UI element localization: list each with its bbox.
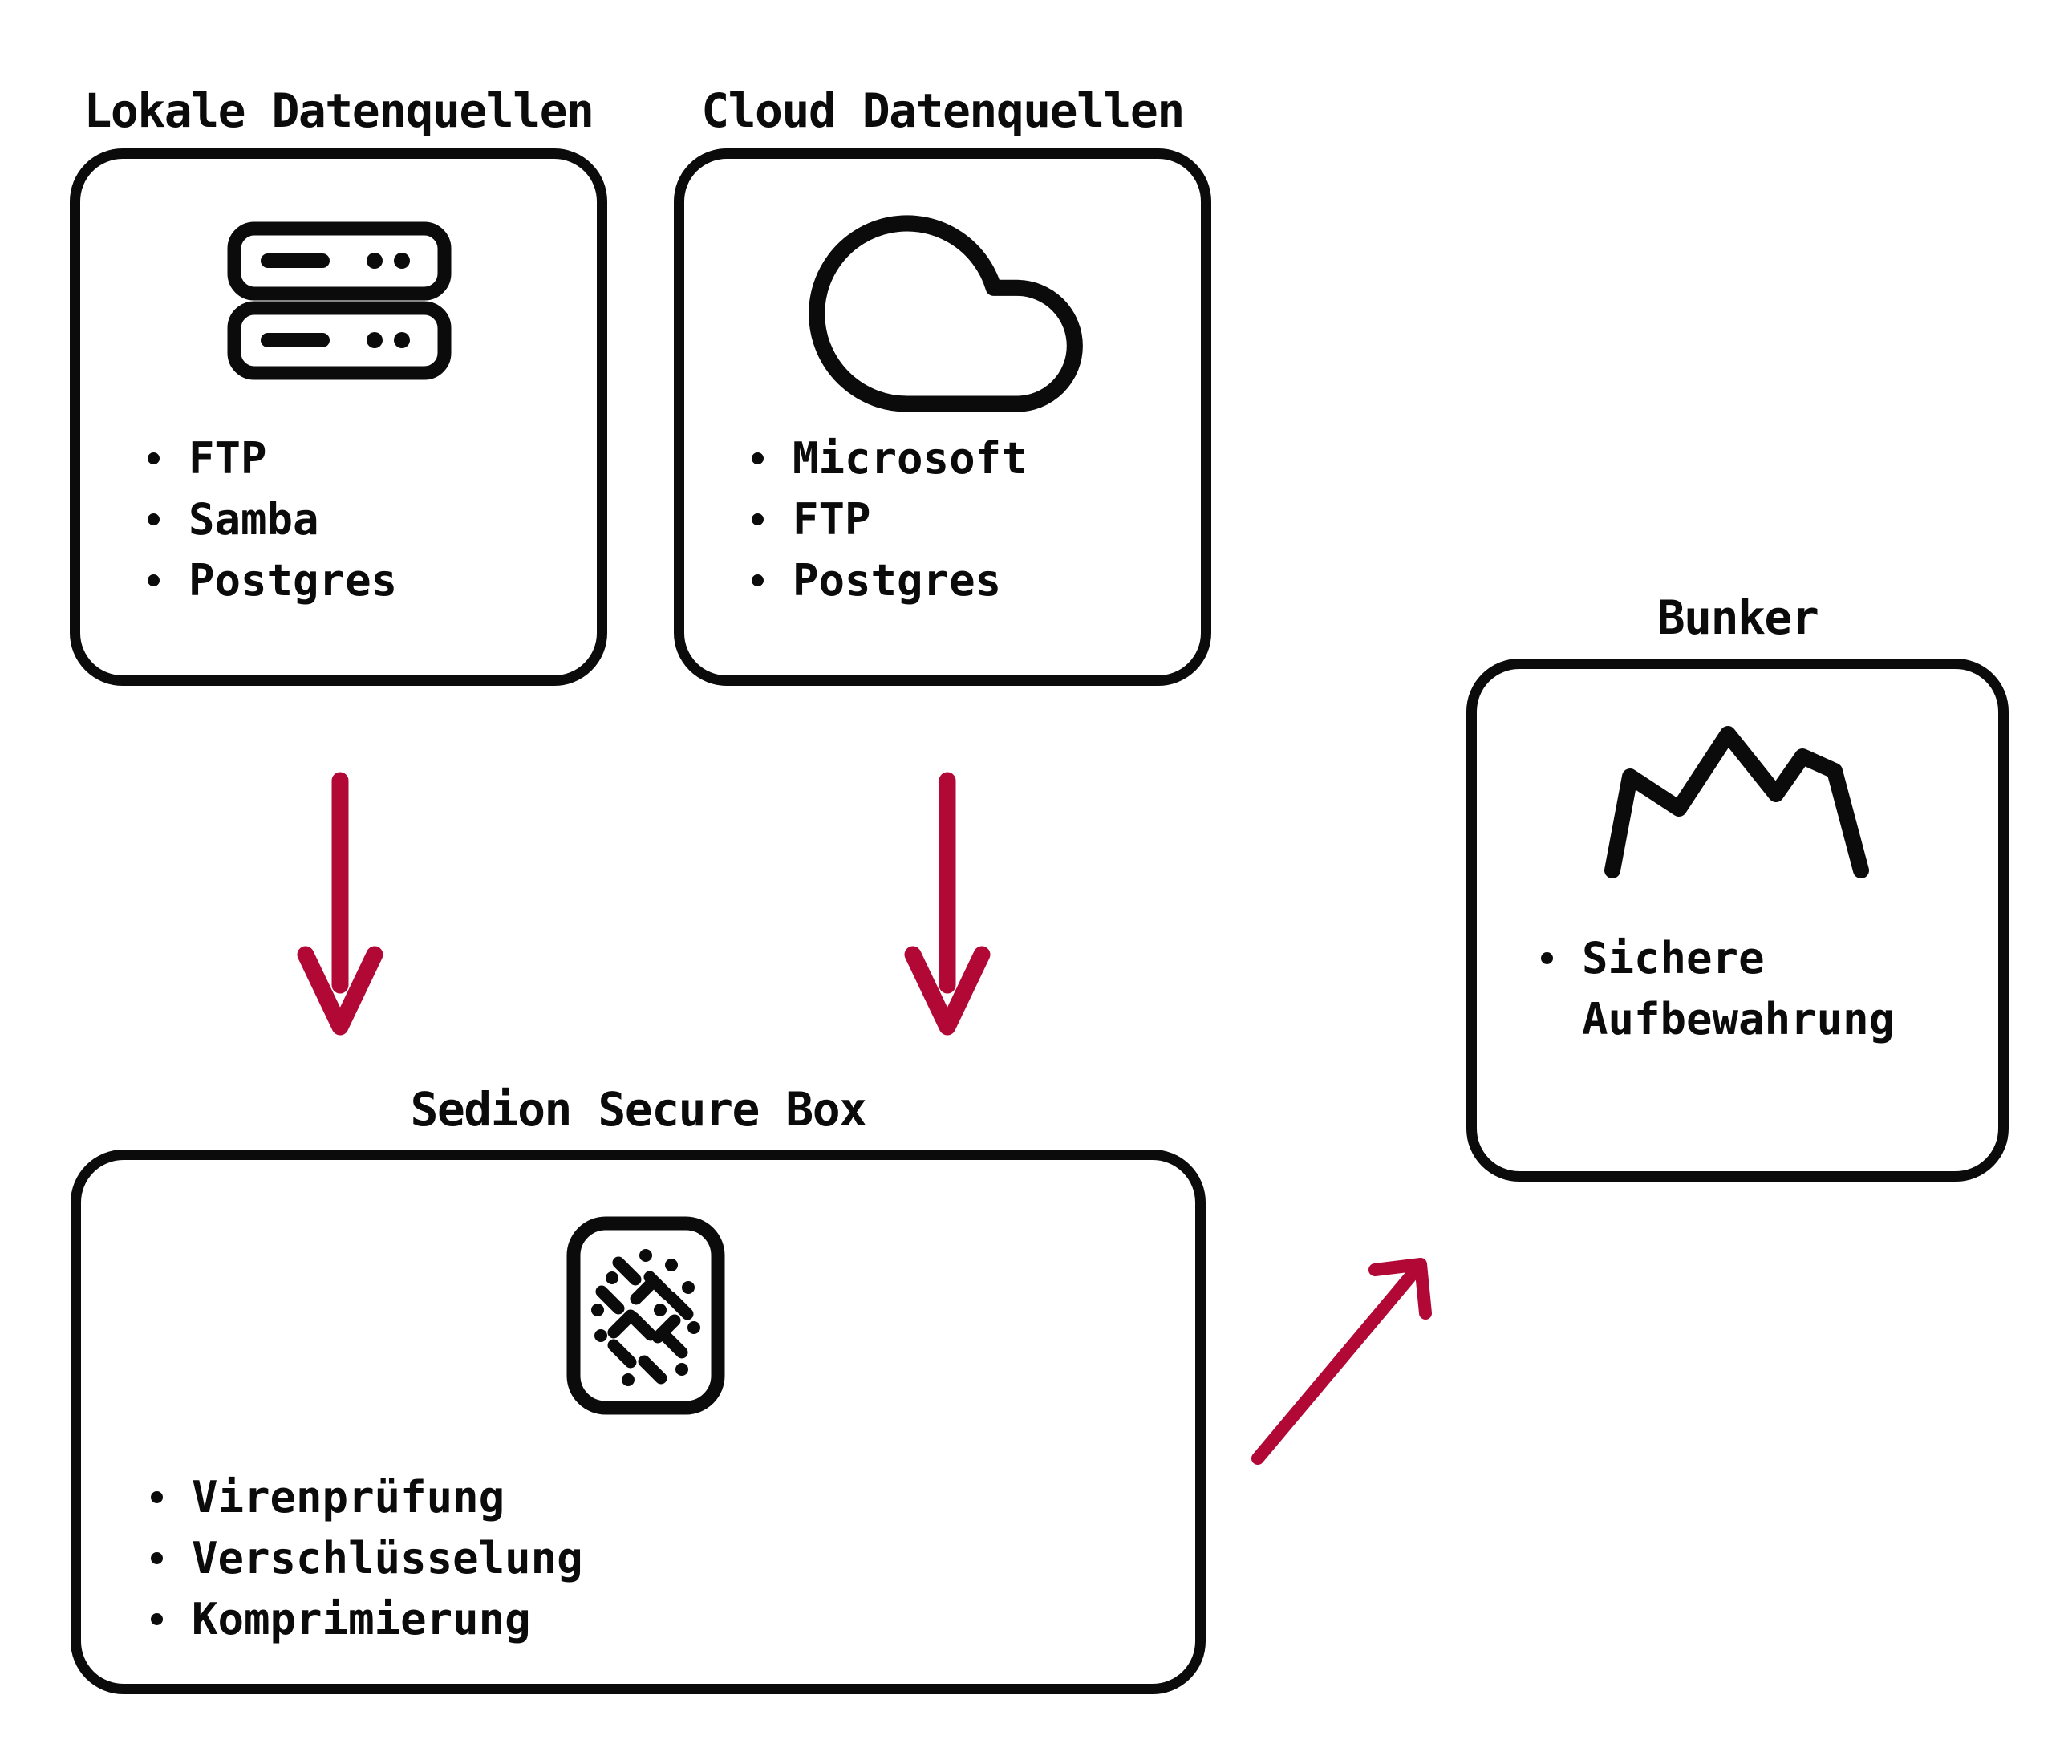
list-item: Komprimierung	[151, 1589, 583, 1650]
bullet-dot	[151, 1552, 163, 1564]
arrow-local-to-securebox	[296, 772, 384, 1044]
bunker-list: Sichere Aufbewahrung	[1541, 928, 1951, 1050]
bullet-dot	[752, 513, 764, 525]
list-item-label: Postgres	[793, 555, 1002, 606]
list-item: Samba	[148, 489, 397, 550]
bullet-dot	[148, 452, 160, 464]
secure-box-title: Sedion Secure Box	[410, 1082, 867, 1137]
bullet-dot	[148, 574, 160, 586]
list-item: Postgres	[752, 550, 1028, 611]
bullet-dot	[752, 452, 764, 464]
list-item: FTP	[148, 428, 397, 489]
server-icon	[227, 221, 452, 380]
list-item: Sichere Aufbewahrung	[1541, 928, 1951, 1050]
list-item-label: Sichere Aufbewahrung	[1582, 933, 1896, 1044]
arrow-securebox-to-bunker	[1235, 1239, 1444, 1480]
bullet-dot	[1541, 952, 1553, 964]
bullet-dot	[148, 513, 160, 525]
bullet-dot	[752, 574, 764, 586]
list-item: Virenprüfung	[151, 1467, 583, 1528]
arrow-cloud-to-securebox	[903, 772, 991, 1044]
list-item-label: Verschlüsselung	[192, 1533, 583, 1584]
list-item-label: Microsoft	[793, 433, 1028, 484]
local-sources-list: FTP Samba Postgres	[148, 428, 397, 611]
list-item-label: FTP	[793, 494, 871, 545]
list-item-label: Virenprüfung	[192, 1472, 505, 1523]
cloud-sources-list: Microsoft FTP Postgres	[752, 428, 1028, 611]
list-item: FTP	[752, 489, 1028, 550]
cloud-sources-title: Cloud Datenquellen	[701, 83, 1185, 138]
bullet-dot	[151, 1613, 163, 1625]
cloud-icon	[791, 159, 1101, 468]
bunker-title: Bunker	[1656, 590, 1819, 645]
local-sources-title: Lokale Datenquellen	[83, 83, 594, 138]
secure-box-list: Virenprüfung Verschlüsselung Komprimieru…	[151, 1467, 583, 1650]
secure-box	[71, 1150, 1206, 1694]
list-item-label: Samba	[189, 494, 319, 545]
list-item: Postgres	[148, 550, 397, 611]
list-item: Microsoft	[752, 428, 1028, 489]
noise-card-icon	[566, 1215, 726, 1416]
list-item-label: Komprimierung	[192, 1594, 531, 1644]
bullet-dot	[151, 1491, 163, 1503]
mountain-icon	[1604, 724, 1869, 878]
local-sources-box	[70, 148, 607, 686]
list-item-label: FTP	[189, 433, 267, 484]
list-item: Verschlüsselung	[151, 1528, 583, 1589]
list-item-label: Postgres	[189, 555, 398, 606]
